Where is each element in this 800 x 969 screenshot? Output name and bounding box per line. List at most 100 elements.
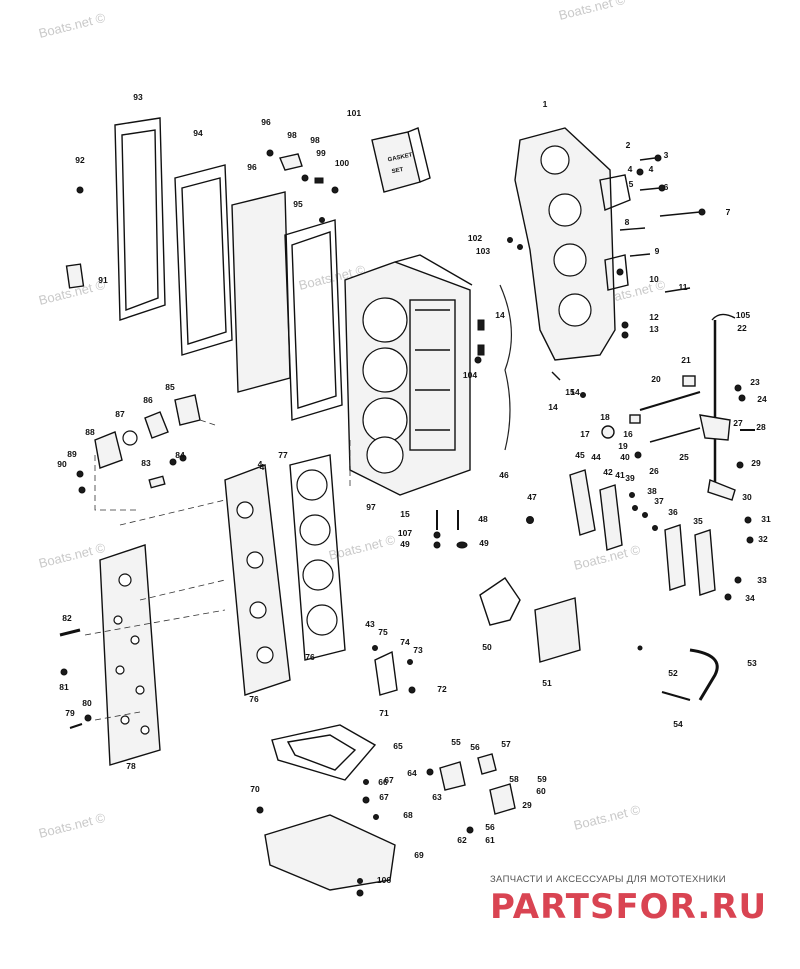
callout-label: 46	[499, 470, 509, 480]
callout-label: 90	[57, 459, 67, 469]
watermark: Boats.net ©	[37, 540, 107, 571]
pin-14a	[477, 319, 485, 331]
callout-label: 59	[537, 774, 547, 784]
callout-label: 66	[378, 777, 388, 787]
callout-label: 96	[247, 162, 257, 172]
callout-label: 61	[485, 835, 495, 845]
callout-label: 49	[479, 538, 489, 548]
callout-label: 62	[457, 835, 467, 845]
callout-label: 105	[736, 310, 750, 320]
callout-label: 41	[615, 470, 625, 480]
callout-label: 16	[623, 429, 633, 439]
watermark: Boats.net ©	[557, 0, 627, 23]
adapter-plate-70	[264, 814, 396, 891]
washer-68	[362, 796, 370, 804]
callout-label: 33	[757, 575, 767, 585]
callout-label: 67	[384, 775, 394, 785]
svg-text:SET: SET	[391, 167, 404, 175]
callout-label: 51	[542, 678, 552, 688]
callout-label: 86	[143, 395, 153, 405]
callout-label: 87	[115, 409, 125, 419]
callout-label: 64	[407, 768, 417, 778]
fitting-99	[279, 153, 303, 171]
callout-label: 4	[260, 462, 265, 472]
nut-49b	[356, 889, 364, 897]
screw-69	[373, 814, 379, 820]
callout-label: 106	[377, 875, 391, 885]
callout-label: 19	[618, 441, 628, 451]
callout-label: 39	[625, 473, 635, 483]
callout-label: 102	[468, 233, 482, 243]
callout-label: 83	[141, 458, 151, 468]
callout-label: 76	[305, 652, 315, 662]
plug-101	[314, 177, 324, 184]
callout-label: 4	[628, 164, 633, 174]
callout-label: 35	[693, 516, 703, 526]
gasket-set-box-103: GASKET SET	[371, 127, 431, 193]
callout-label: 60	[536, 786, 546, 796]
cylinder-block	[344, 254, 473, 496]
callout-label: 26	[649, 466, 659, 476]
callout-label: 3	[664, 150, 669, 160]
callout-label: 2	[626, 140, 631, 150]
callout-label: 24	[757, 394, 767, 404]
watermark: Boats.net ©	[37, 810, 107, 841]
callout-label: 6	[664, 182, 669, 192]
fitting-54	[661, 691, 691, 701]
branding-logo: PARTSFOR.RU	[490, 887, 767, 927]
watermark: Boats.net ©	[37, 10, 107, 41]
screw-67b	[363, 779, 369, 785]
callout-label: 101	[347, 108, 361, 118]
callout-label: 44	[591, 452, 601, 462]
callout-label: 18	[600, 412, 610, 422]
callout-label: 37	[654, 496, 664, 506]
callout-label: 57	[501, 739, 511, 749]
callout-label: 4	[649, 164, 654, 174]
callout-label: 91	[98, 275, 108, 285]
callout-label: 78	[126, 761, 136, 771]
callout-label: 94	[193, 128, 203, 138]
callout-label: 40	[620, 452, 630, 462]
callout-label: 53	[747, 658, 757, 668]
plug-46	[526, 516, 534, 524]
callout-label: 74	[400, 637, 410, 647]
callout-label: 93	[133, 92, 143, 102]
callout-label: 5	[629, 179, 634, 189]
callout-label: 32	[758, 534, 768, 544]
nut-48	[456, 541, 468, 549]
callout-label: 13	[649, 324, 659, 334]
nut-49	[433, 541, 441, 549]
callout-label: 107	[398, 528, 412, 538]
screw-94	[76, 186, 84, 194]
callout-label: 85	[165, 382, 175, 392]
callout-label: 68	[403, 810, 413, 820]
callout-label: 14	[548, 402, 558, 412]
callout-label: 30	[742, 492, 752, 502]
adapter-gasket-66	[271, 724, 377, 781]
callout-label: 25	[679, 452, 689, 462]
callout-label: 52	[668, 668, 678, 678]
callout-label: 55	[451, 737, 461, 747]
callout-label: 36	[668, 507, 678, 517]
alignment-lines	[84, 419, 351, 721]
callout-label: 84	[175, 450, 185, 460]
cover-gasket-95	[114, 117, 166, 321]
callout-label: 69	[414, 850, 424, 860]
screw-98b	[319, 217, 325, 223]
callout-label: 4	[258, 459, 263, 469]
callout-label: 95	[293, 199, 303, 209]
callout-label: 77	[278, 450, 288, 460]
hose-53	[689, 648, 719, 701]
screw-102	[331, 186, 339, 194]
callout-label: 9	[655, 246, 660, 256]
callout-label: 56	[485, 822, 495, 832]
adapter-gasket-66-inner	[286, 734, 357, 771]
callout-label: 14	[495, 310, 505, 320]
callout-label: 27	[733, 418, 743, 428]
washer-4b	[357, 878, 363, 884]
callout-label: 29	[522, 800, 532, 810]
callout-label: 17	[580, 429, 590, 439]
